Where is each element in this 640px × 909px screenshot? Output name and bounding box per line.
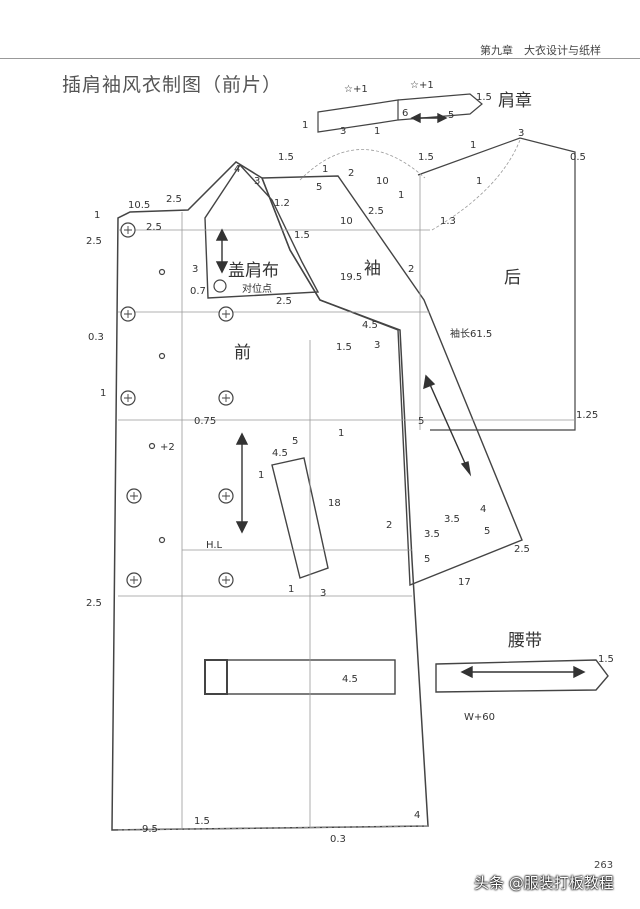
m-25c: 2.5 (86, 236, 102, 247)
m-5-slv: 5 (418, 416, 424, 427)
m-13: 1.3 (440, 216, 456, 227)
m-1-pk: 1 (338, 428, 344, 439)
m-95: 9.5 (142, 824, 158, 835)
m-2-btn: +2 (160, 442, 175, 453)
m-1b-strap: 1 (374, 126, 380, 137)
m-25-arm: 2.5 (276, 296, 292, 307)
m-1-sl: 1 (398, 190, 404, 201)
label-sleeve-length: 袖长61.5 (450, 327, 492, 340)
label-hip-line: H.L (206, 540, 223, 551)
m-15-sl: 1.5 (294, 230, 310, 241)
m-5-pk: 5 (292, 436, 298, 447)
m-6-strap: 6 (402, 108, 408, 119)
label-notch-point: 对位点 (242, 282, 272, 295)
chapter-header: 第九章 大衣设计与纸样 (480, 44, 601, 57)
m-15-strap: 1.5 (476, 92, 492, 103)
m-1-side: 1 (100, 388, 106, 399)
m-25-sl: 2.5 (368, 206, 384, 217)
label-shoulder-strap: 肩章 (498, 91, 532, 111)
m-3-strap: 3 (340, 126, 346, 137)
m-3-pkb: 3 (320, 588, 326, 599)
storm-flap-outline (204, 163, 320, 299)
m-03: 0.3 (88, 332, 104, 343)
watermark: 头条 @服装打板教程 (474, 874, 614, 892)
m-07: 0.7 (190, 286, 206, 297)
button-small-3 (148, 442, 156, 450)
m-4-hem: 4 (414, 810, 420, 821)
m-125: 1.25 (576, 410, 598, 421)
m-15-belt: 1.5 (598, 654, 614, 665)
m-5-tab: 5 (484, 526, 490, 537)
diagram-title: 插肩袖风衣制图（前片） (62, 74, 283, 96)
m-3-neck: 3 (254, 176, 260, 187)
button-flap (213, 279, 227, 293)
m-25-hem: 2.5 (86, 598, 102, 609)
m-1-sl2: 1 (476, 176, 482, 187)
belt-strip (435, 659, 609, 693)
label-sleeve: 袖 (364, 259, 381, 279)
m-105: 10.5 (128, 200, 150, 211)
m-2-sl2: 2 (408, 264, 414, 275)
m-1-pk2: 1 (258, 470, 264, 481)
m-4-neck: 4 (234, 164, 240, 175)
m-2-sl: 2 (348, 168, 354, 179)
pocket-outline (271, 457, 329, 579)
button-small-2 (158, 352, 166, 360)
m-5-strap: 5 (448, 110, 454, 121)
shoulder-strap-left (317, 99, 399, 133)
m-05: 0.5 (570, 152, 586, 163)
m-10b: 10 (340, 216, 353, 227)
m-45-belt: 4.5 (342, 674, 358, 685)
m-15-hem: 1.5 (194, 816, 210, 827)
m-3-top: 3 (518, 128, 524, 139)
m-35a: 3.5 (444, 514, 460, 525)
label-front: 前 (234, 343, 251, 363)
m-45a: 4.5 (362, 320, 378, 331)
m-1-neck: 1 (322, 164, 328, 175)
m-15-arm: 1.5 (336, 342, 352, 353)
m-45-pk: 4.5 (272, 448, 288, 459)
m-03-hem: 0.3 (330, 834, 346, 845)
m-25a: 2.5 (166, 194, 182, 205)
m-18: 18 (328, 498, 341, 509)
belt-buckle-piece (204, 659, 396, 695)
m-4-tab: 4 (480, 504, 486, 515)
m-25-cuff: 2.5 (514, 544, 530, 555)
m-2-cuff: 2 (386, 520, 392, 531)
m-15-top: 1.5 (418, 152, 434, 163)
m-17: 17 (458, 577, 471, 588)
m-1-pkb: 1 (288, 584, 294, 595)
label-storm-flap: 盖肩布 (228, 261, 279, 281)
m-1-top: 1 (470, 140, 476, 151)
m-5-cuff: 5 (424, 554, 430, 565)
m-1-strap: 1 (302, 120, 308, 131)
label-back: 后 (504, 268, 521, 288)
header-rule (0, 58, 640, 59)
button-small-4 (158, 536, 166, 544)
label-belt: 腰带 (508, 631, 542, 651)
back-piece-outline (417, 137, 576, 431)
shoulder-strap-right (397, 93, 483, 121)
m-5-sl: 5 (316, 182, 322, 193)
m-195: 19.5 (340, 272, 362, 283)
page-number: 263 (594, 860, 614, 871)
m-15-neck: 1.5 (278, 152, 294, 163)
m-25b: 2.5 (146, 222, 162, 233)
m-12: 1.2 (274, 198, 290, 209)
belt-buckle (204, 659, 228, 695)
m-1-cf: 1 (94, 210, 100, 221)
m-3-arm: 3 (374, 340, 380, 351)
m-star2: ☆+1 (410, 80, 434, 91)
m-10a: 10 (376, 176, 389, 187)
m-35b: 3.5 (424, 529, 440, 540)
label-belt-length: W+60 (464, 712, 495, 723)
m-star1: ☆+1 (344, 84, 368, 95)
m-3-flap: 3 (192, 264, 198, 275)
front-sleeve-outline (260, 175, 523, 587)
m-075: 0.75 (194, 416, 216, 427)
button-small-1 (158, 268, 166, 276)
